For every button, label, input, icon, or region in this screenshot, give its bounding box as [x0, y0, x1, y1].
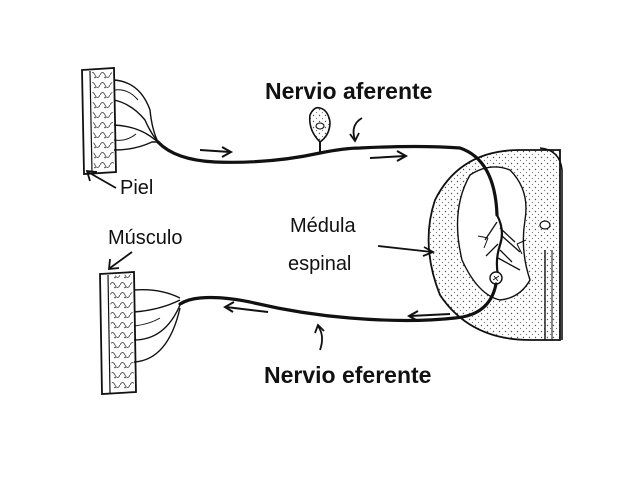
arrow-efferent-2	[225, 306, 269, 313]
muscle-tissue	[99, 271, 181, 395]
arrow-efferent-1	[409, 313, 451, 317]
muscle-label: Músculo	[108, 227, 183, 249]
pointer-cord	[377, 245, 433, 253]
afferent-nerve-label: Nervio aferente	[265, 78, 433, 104]
label-pointers	[85, 117, 436, 351]
spinal-cord-label-line2: espinal	[288, 253, 352, 275]
spinal-cord-label-line1: Médula	[290, 215, 356, 237]
pointer-afferent	[352, 117, 363, 141]
pointer-skin	[87, 171, 117, 189]
efferent-nerve-label: Nervio eferente	[264, 362, 432, 388]
arrow-afferent-2	[369, 155, 406, 159]
skin-tissue	[81, 67, 159, 175]
pointer-muscle	[109, 251, 133, 269]
arrow-afferent-1	[199, 149, 231, 153]
signal-direction-arrows	[199, 146, 451, 322]
spinal-cord-section	[427, 147, 563, 341]
skin-label: Piel	[120, 177, 154, 199]
afferent-nerve-fiber	[156, 140, 499, 217]
pointer-efferent	[317, 325, 323, 351]
efferent-nerve-fiber	[178, 282, 498, 323]
dorsal-root-ganglion	[308, 106, 331, 152]
